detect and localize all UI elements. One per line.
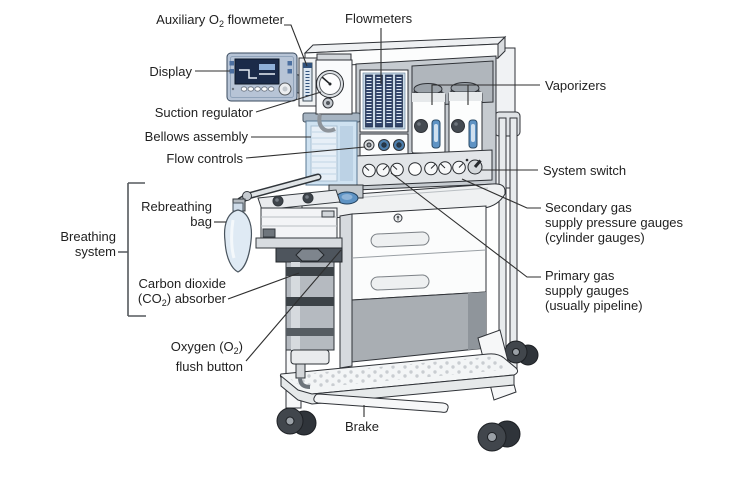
breathing-circuit-block — [255, 189, 343, 263]
pressure-gauges — [362, 160, 466, 178]
leader-auxiliary-o2 — [284, 24, 308, 67]
label-rebreathing-bag: Rebreathing bag — [141, 199, 212, 229]
label-brake: Brake — [345, 419, 379, 434]
label-system-switch: System switch — [543, 163, 627, 178]
flowmeters-panel — [359, 69, 409, 133]
label-display: Display — [149, 64, 192, 79]
label-flowmeters: Flowmeters — [345, 11, 413, 26]
gauge-panel — [355, 149, 493, 187]
label-oxygen-flush-button: Oxygen (O2)flush button — [170, 339, 243, 374]
leader-co2-absorber — [227, 272, 300, 300]
label-secondary-gas-gauges: Secondary gas supply pressure gauges (cy… — [545, 200, 684, 245]
leader-oxygen-flush — [245, 249, 342, 362]
label-breathing-system: Breathing system — [60, 229, 116, 259]
leader-suction-regulator — [255, 91, 322, 113]
leader-lines — [195, 24, 541, 417]
caster-front-left — [276, 407, 317, 436]
label-bellows-assembly: Bellows assembly — [144, 129, 248, 144]
label-co2-absorber: Carbon dioxide(CO2) absorber — [137, 276, 226, 308]
label-primary-gas-gauges: Primary gas supply gauges (usually pipel… — [545, 268, 643, 313]
label-auxiliary-o2-flowmeter: Auxiliary O2 flowmeter — [156, 12, 284, 29]
leader-primary-gas — [390, 172, 541, 278]
leader-flow-controls — [245, 146, 366, 159]
brake-bar — [313, 393, 449, 413]
cart-frame — [492, 47, 521, 373]
rebreathing-bag — [223, 202, 253, 273]
system-switch — [465, 158, 483, 175]
vaporizer-right — [448, 82, 483, 158]
auxiliary-o2-flowmeter — [298, 57, 318, 107]
flow-controls-panel — [359, 133, 409, 157]
display-monitor — [226, 52, 313, 102]
leader-vaporizers — [431, 84, 540, 105]
leader-secondary-gas — [461, 178, 541, 209]
label-vaporizers: Vaporizers — [545, 78, 607, 93]
label-flow-controls: Flow controls — [166, 151, 243, 166]
co2-absorber-canister — [285, 261, 335, 389]
breathing-system-bracket — [118, 182, 146, 317]
caster-rear-right — [504, 340, 539, 366]
suction-regulator — [315, 53, 353, 133]
label-suction-regulator: Suction regulator — [154, 105, 253, 120]
vaporizer-left — [411, 83, 446, 158]
drawer-unit — [339, 205, 487, 369]
lower-bay — [351, 291, 487, 363]
caster-front-right — [477, 420, 521, 452]
